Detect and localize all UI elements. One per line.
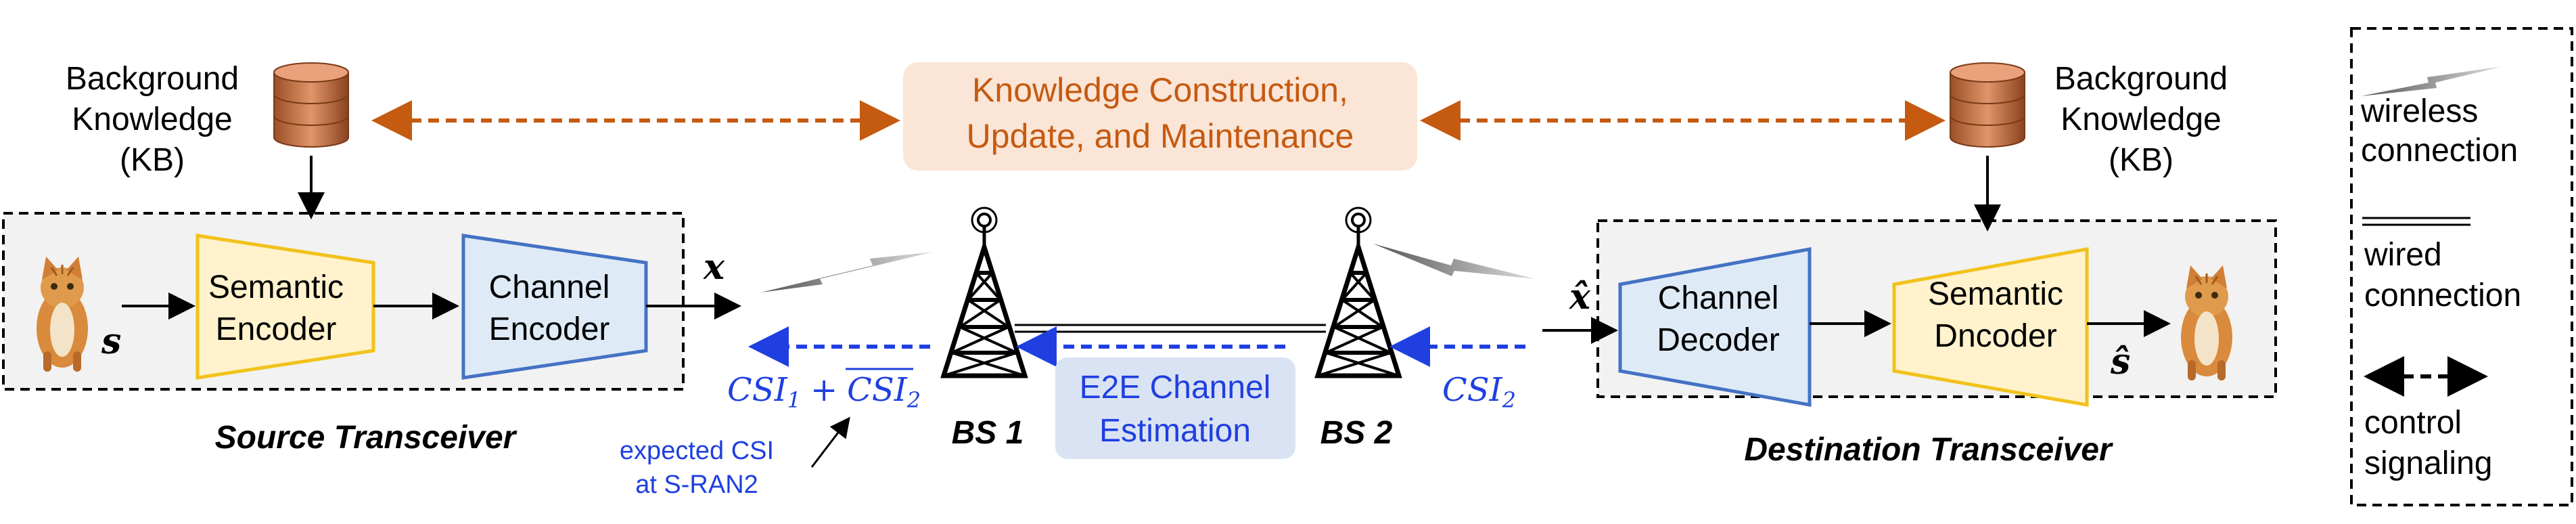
- expected-csi-pointer: [810, 416, 850, 468]
- legend-control-label-1: control: [2364, 405, 2462, 441]
- source-output-symbol: x: [703, 246, 725, 288]
- kb-right-label-2: Knowledge: [2061, 102, 2222, 137]
- semantic-encoder-label-1: Semantic: [208, 269, 344, 305]
- e2e-estimation-box: [1055, 357, 1295, 459]
- csi-right-label: CSI2: [1442, 371, 1516, 413]
- source-input-symbol: s: [101, 321, 121, 362]
- legend-wired-label-2: connection: [2364, 278, 2521, 313]
- bs2-label: BS 2: [1320, 415, 1393, 451]
- semantic-encoder-block: [196, 234, 375, 380]
- csi-left-label: CSI1+CSI2: [727, 371, 921, 413]
- wireless-bolt-left-icon: [761, 252, 934, 292]
- expected-csi-label-1: expected CSI: [620, 437, 774, 465]
- legend-wired-label-1: wired: [2364, 237, 2442, 273]
- kb-left-database-icon: [273, 62, 349, 148]
- legend-panel: [2350, 27, 2573, 506]
- kb-right-database-icon: [1950, 62, 2025, 148]
- bs2-tower-icon: [1318, 208, 1399, 376]
- knowledge-box-line-2: Update, and Maintenance: [967, 117, 1354, 155]
- destination-output-symbol: ŝ: [2110, 341, 2130, 383]
- kb-left-label-3: (KB): [120, 142, 185, 178]
- destination-input-symbol: x̂: [1569, 276, 1591, 318]
- e2e-label-1: E2E Channel: [1080, 370, 1271, 406]
- legend-wireless-label-2: connection: [2361, 133, 2518, 169]
- source-caption: Source Transceiver: [215, 420, 518, 456]
- source-cat-image: [37, 257, 88, 368]
- kb-right-label-1: Background: [2054, 61, 2228, 97]
- legend-control-label-2: signaling: [2364, 445, 2492, 481]
- legend-wireless-icon: [2361, 66, 2503, 96]
- expected-csi-label-2: at S-RAN2: [635, 471, 758, 499]
- knowledge-box-line-1: Knowledge Construction,: [972, 71, 1348, 109]
- channel-decoder-label-1: Channel: [1658, 280, 1779, 316]
- wireless-bolt-right-icon: [1373, 244, 1536, 279]
- knowledge-box: [903, 62, 1417, 171]
- kb-left-label-2: Knowledge: [72, 102, 233, 137]
- channel-encoder-block: [461, 234, 648, 380]
- semantic-decoder-label-1: Semantic: [1928, 276, 2063, 312]
- semantic-encoder-label-2: Encoder: [216, 311, 337, 347]
- destination-cat-image: [2181, 265, 2232, 376]
- semantic-decoder-label-2: Dncoder: [1934, 318, 2056, 354]
- channel-decoder-label-2: Decoder: [1657, 322, 1779, 358]
- semantic-decoder-block: [1892, 247, 2089, 407]
- kb-left-label-1: Background: [66, 61, 239, 97]
- bs1-tower-icon: [944, 208, 1025, 376]
- legend-wireless-label-1: wireless: [2360, 93, 2478, 129]
- destination-caption: Destination Transceiver: [1744, 432, 2113, 468]
- bs1-label: BS 1: [952, 415, 1024, 451]
- channel-encoder-label-1: Channel: [489, 269, 610, 305]
- channel-encoder-label-2: Encoder: [489, 311, 610, 347]
- e2e-label-2: Estimation: [1099, 413, 1251, 449]
- channel-decoder-block: [1618, 246, 1812, 407]
- kb-right-label-3: (KB): [2109, 142, 2174, 178]
